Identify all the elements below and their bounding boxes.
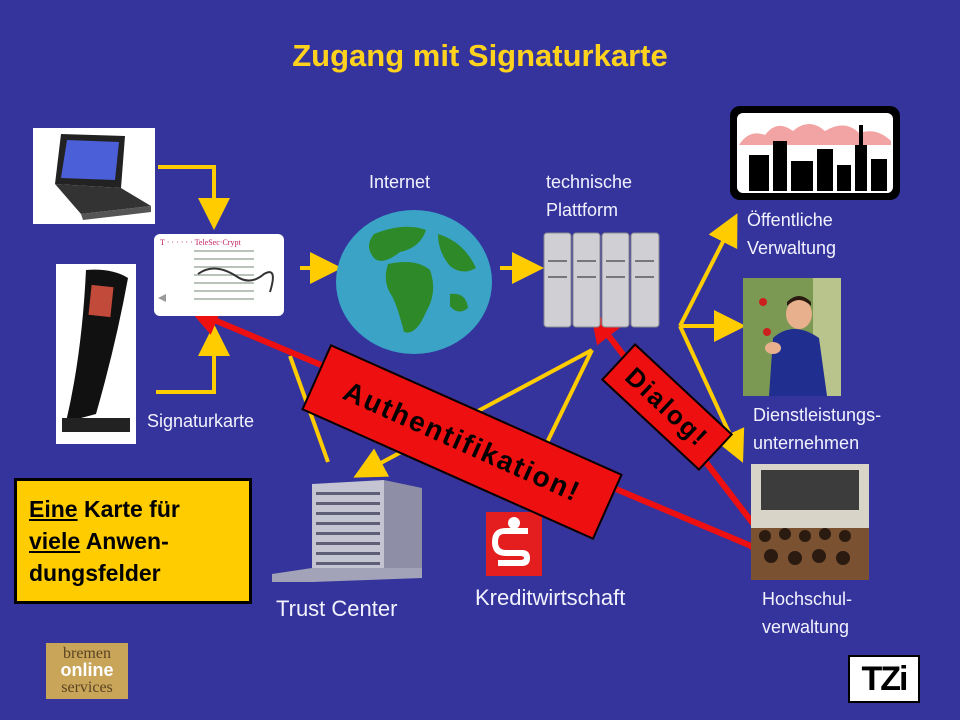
label-dienst-line2: unternehmen (753, 433, 860, 453)
info-dungsfelder: dungsfelder (29, 560, 161, 586)
label-hochschul-line2: verwaltung (762, 617, 850, 637)
lecture-hall-icon (751, 464, 869, 580)
info-viele: viele (29, 528, 81, 554)
page-title: Zugang mit Signaturkarte (292, 38, 668, 73)
kiosk-icon (56, 264, 136, 444)
info-anwen: Anwen- (80, 528, 169, 554)
card-brand-text: T · · · · · · TeleSec·Crypt (160, 238, 241, 247)
globe-icon (336, 210, 492, 354)
businessman-icon (743, 278, 841, 396)
info-eine: Eine (29, 496, 78, 522)
bos-line2: online (60, 660, 114, 680)
label-platform-line1: technische (546, 172, 633, 192)
label-dienst-line1: Dienstleistungs- (753, 405, 882, 425)
bremen-online-services-logo: bremen online services (46, 643, 128, 699)
office-building-icon (272, 480, 422, 582)
tzi-logo: TZi (848, 655, 920, 703)
label-trust-center: Trust Center (276, 596, 398, 621)
label-hochschul-line1: Hochschul- (762, 589, 853, 609)
label-oeffentliche-line2: Verwaltung (747, 238, 837, 258)
sparkasse-logo-icon (486, 512, 542, 576)
label-platform-line2: Plattform (546, 200, 619, 220)
info-box: Eine Karte für viele Anwen- dungsfelder (14, 478, 252, 604)
arrow-laptop-to-card (158, 165, 230, 230)
laptop-icon (33, 128, 155, 224)
label-signaturkarte: Signaturkarte (147, 411, 255, 431)
card-chip-graphic (158, 250, 274, 302)
label-oeffentliche-line1: Öffentliche (747, 210, 833, 230)
label-kreditwirtschaft: Kreditwirtschaft (475, 585, 626, 610)
bos-line3: services (61, 679, 113, 696)
arrow-kiosk-to-card (156, 324, 230, 394)
bos-line1: bremen (63, 645, 111, 662)
city-skyline-icon (730, 106, 900, 200)
label-internet: Internet (369, 172, 431, 192)
server-rack-icon (543, 232, 660, 328)
arrow-fan-oeffentliche (678, 213, 738, 327)
info-karte-fuer: Karte für (77, 496, 180, 522)
